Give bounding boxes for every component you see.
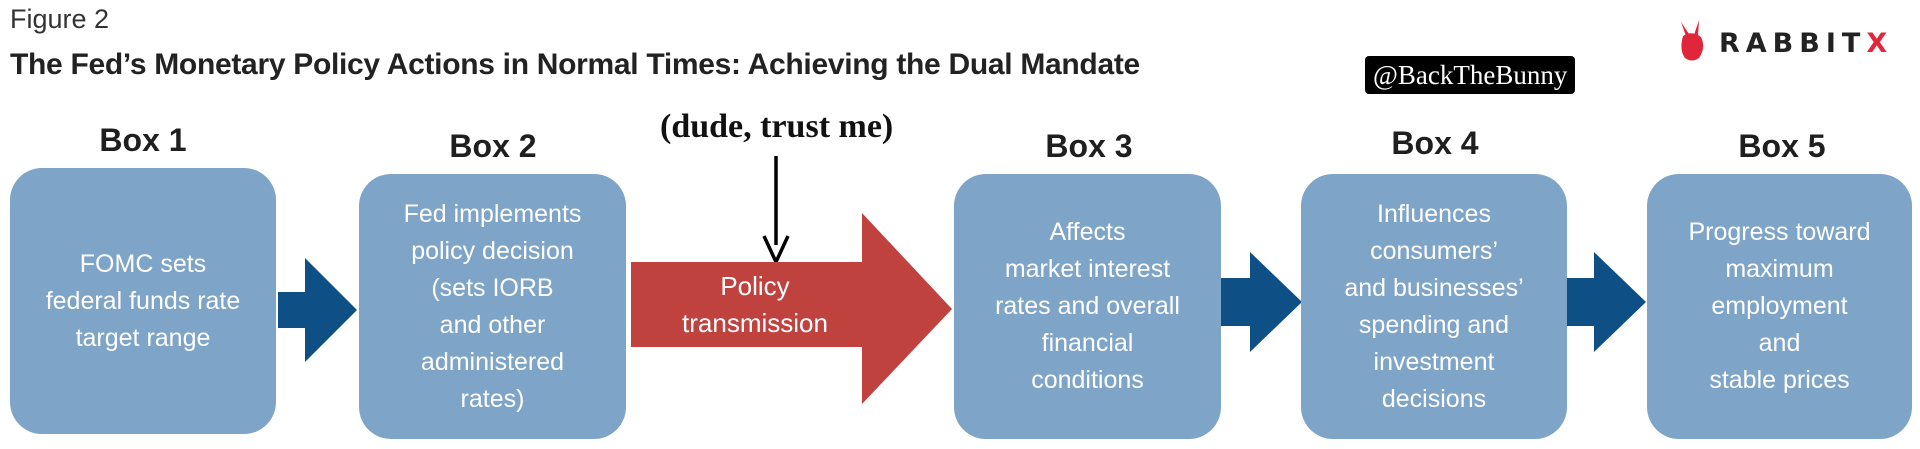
logo-wordmark: RABBITX [1719,28,1893,59]
box-2-heading: Box 2 [449,128,537,164]
annotation-text: (dude, trust me) [660,108,894,145]
handle-badge: @BackTheBunny [1365,56,1576,94]
box-1: FOMC sets federal funds rate target rang… [10,168,276,434]
policy-transmission-arrow [631,213,952,404]
logo-wordmark-main: RABBIT [1719,28,1867,59]
rabbitx-logo: RABBITX [1677,20,1893,67]
figure-label: Figure 2 [10,4,110,34]
policy-transmission-label: Policy transmission [682,271,828,338]
box-1-text: FOMC sets federal funds rate target rang… [45,249,241,352]
box-5: Progress toward maximum employment and s… [1647,174,1912,439]
arrow-box1-to-box2 [278,258,357,362]
box-3: Affects market interest rates and overal… [954,174,1221,439]
rabbit-icon [1677,20,1707,67]
box-2-text: Fed implements policy decision (sets IOR… [403,199,582,413]
box-3-text: Affects market interest rates and overal… [995,218,1180,394]
logo-wordmark-accent: X [1866,28,1894,59]
box-3-heading: Box 3 [1045,128,1133,164]
box-4-heading: Box 4 [1391,125,1479,161]
box-4-text: Influences consumers’ and businesses’ sp… [1344,199,1524,413]
box-2: Fed implements policy decision (sets IOR… [359,174,626,439]
arrow-box3-to-box4 [1221,252,1302,352]
box-5-text: Progress toward maximum employment and s… [1688,218,1871,394]
box-1-heading: Box 1 [99,122,187,158]
figure-title: The Fed’s Monetary Policy Actions in Nor… [10,48,1140,81]
annotation-pointer-arrow [762,156,790,267]
box-5-heading: Box 5 [1738,128,1826,164]
box-4: Influences consumers’ and businesses’ sp… [1301,174,1567,439]
arrow-box4-to-box5 [1567,252,1646,352]
